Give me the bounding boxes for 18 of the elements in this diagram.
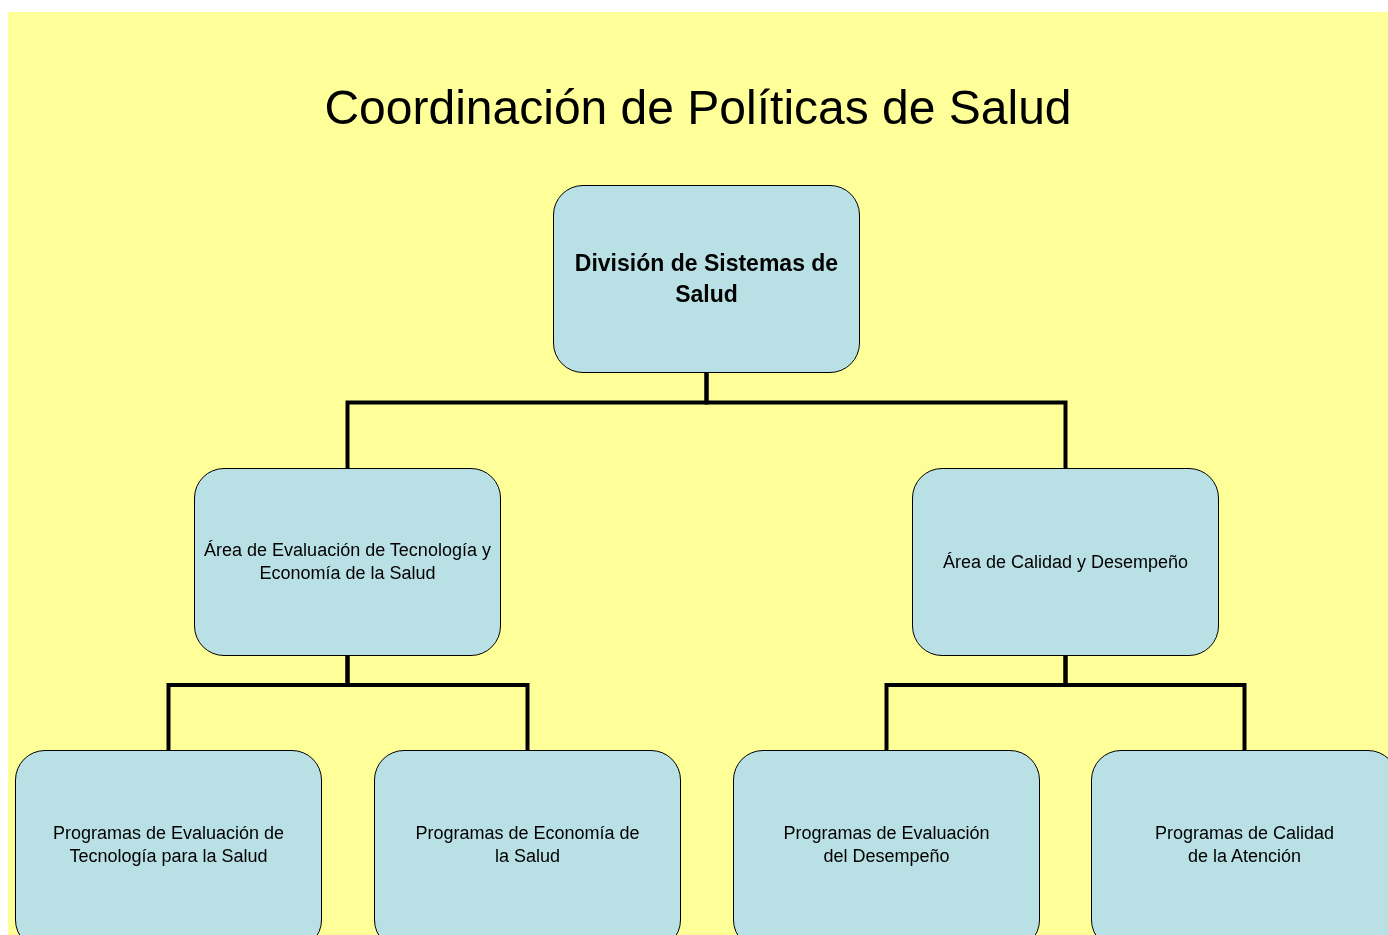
org-box	[733, 750, 1040, 935]
box-label: Programas de Evaluación del Desempeño	[782, 822, 991, 868]
connector-line	[1063, 656, 1247, 750]
root-box	[553, 185, 860, 373]
box-label: Programas de Economía de la Salud	[414, 822, 641, 868]
org-box	[1091, 750, 1388, 935]
connector-line	[704, 373, 1068, 468]
box-label: Programas de Evaluación de Tecnología para la Salud	[51, 822, 286, 868]
org-box	[912, 468, 1219, 656]
connector-line	[345, 656, 530, 750]
box-label: Programas de Calidad de la Atención	[1153, 822, 1336, 868]
box-label: División de Sistemas de Salud	[573, 249, 840, 309]
box-label: Área de Evaluación de Tecnología y Economía de la Salud	[203, 539, 492, 585]
org-box	[194, 468, 501, 656]
title: Coordinación de Políticas de Salud	[323, 80, 1073, 136]
org-box	[15, 750, 322, 935]
org-box	[374, 750, 681, 935]
box-label: Área de Calidad y Desempeño	[941, 550, 1190, 574]
